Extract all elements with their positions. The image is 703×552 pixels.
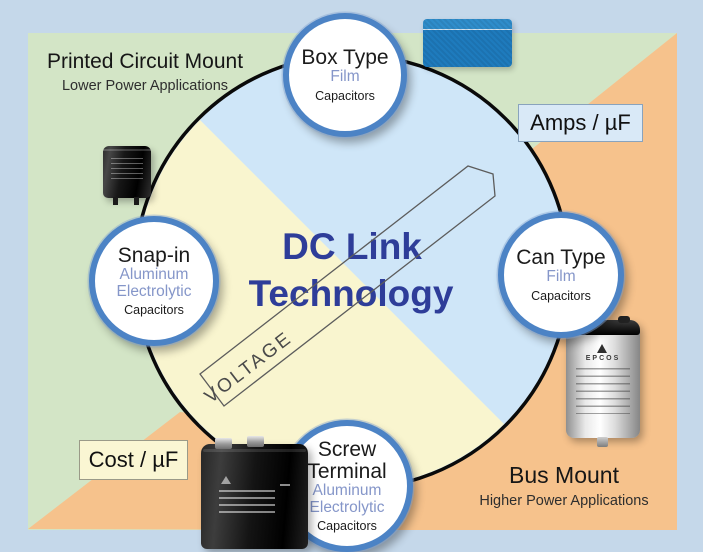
capacitor-terminal — [618, 316, 630, 323]
capacitor-spec-text-lines — [576, 368, 630, 414]
badge-title: Terminal — [307, 459, 387, 483]
circle-yellow-half — [137, 57, 567, 487]
badge-box-type: Box Type Film Capacitors — [283, 13, 407, 137]
epcos-triangle-logo — [221, 476, 231, 484]
capacitor-rim — [203, 449, 306, 452]
cost-per-uf-label: Cost / µF — [79, 440, 188, 480]
screw-terminal-post — [247, 436, 264, 447]
box-type-capacitor-image — [423, 19, 512, 67]
screw-terminal-capacitor-image — [201, 436, 308, 549]
region-subtitle: Lower Power Applications — [61, 78, 229, 94]
region-printed-circuit-mount: Printed Circuit Mount Lower Power Applic… — [30, 50, 260, 94]
badge-can-type: Can Type Film Capacitors — [498, 212, 624, 338]
capacitor-bottom-stud — [597, 437, 608, 447]
badge-kind: Capacitors — [317, 519, 377, 534]
region-title: Bus Mount — [509, 462, 619, 488]
region-bus-mount: Bus Mount Higher Power Applications — [448, 462, 680, 509]
badge-title: Can Type — [516, 246, 606, 269]
screw-terminal-post — [215, 438, 232, 449]
voltage-arrow-outline — [199, 165, 496, 407]
badge-kind: Capacitors — [531, 288, 591, 303]
badge-technology: Aluminum — [312, 482, 382, 500]
badge-technology: Aluminum — [119, 265, 189, 283]
badge-title: Screw — [317, 437, 377, 461]
epcos-triangle-logo — [597, 344, 607, 353]
amps-per-uf-label: Amps / µF — [518, 104, 643, 142]
badge-technology: Electrolytic — [116, 282, 192, 300]
badge-technology: Film — [546, 268, 576, 286]
snap-in-capacitor-image — [103, 146, 151, 205]
badge-title: Snap-in — [117, 243, 191, 267]
capacitor-pin — [113, 197, 118, 205]
capacitor-label-texture — [111, 158, 143, 182]
badge-kind: Capacitors — [124, 303, 184, 318]
region-title: Printed Circuit Mount — [46, 50, 244, 73]
epcos-brand-text: EPCOS — [585, 355, 621, 362]
can-type-capacitor-image: EPCOS — [566, 316, 640, 447]
badge-snap-in: Snap-in Aluminum Electrolytic Capacitors — [89, 216, 219, 346]
badge-title: Box Type — [301, 46, 389, 69]
badge-kind: Capacitors — [315, 88, 375, 103]
badge-technology: Electrolytic — [309, 498, 385, 516]
diagram-title-line1: DC Link — [282, 226, 422, 267]
region-subtitle: Higher Power Applications — [479, 493, 649, 509]
capacitor-rim — [103, 149, 151, 151]
capacitor-pin — [134, 197, 139, 205]
capacitor-label-texture — [219, 490, 275, 518]
badge-technology: Film — [330, 68, 360, 86]
capacitor-texture — [423, 19, 512, 67]
capacitor-marking — [280, 484, 290, 486]
